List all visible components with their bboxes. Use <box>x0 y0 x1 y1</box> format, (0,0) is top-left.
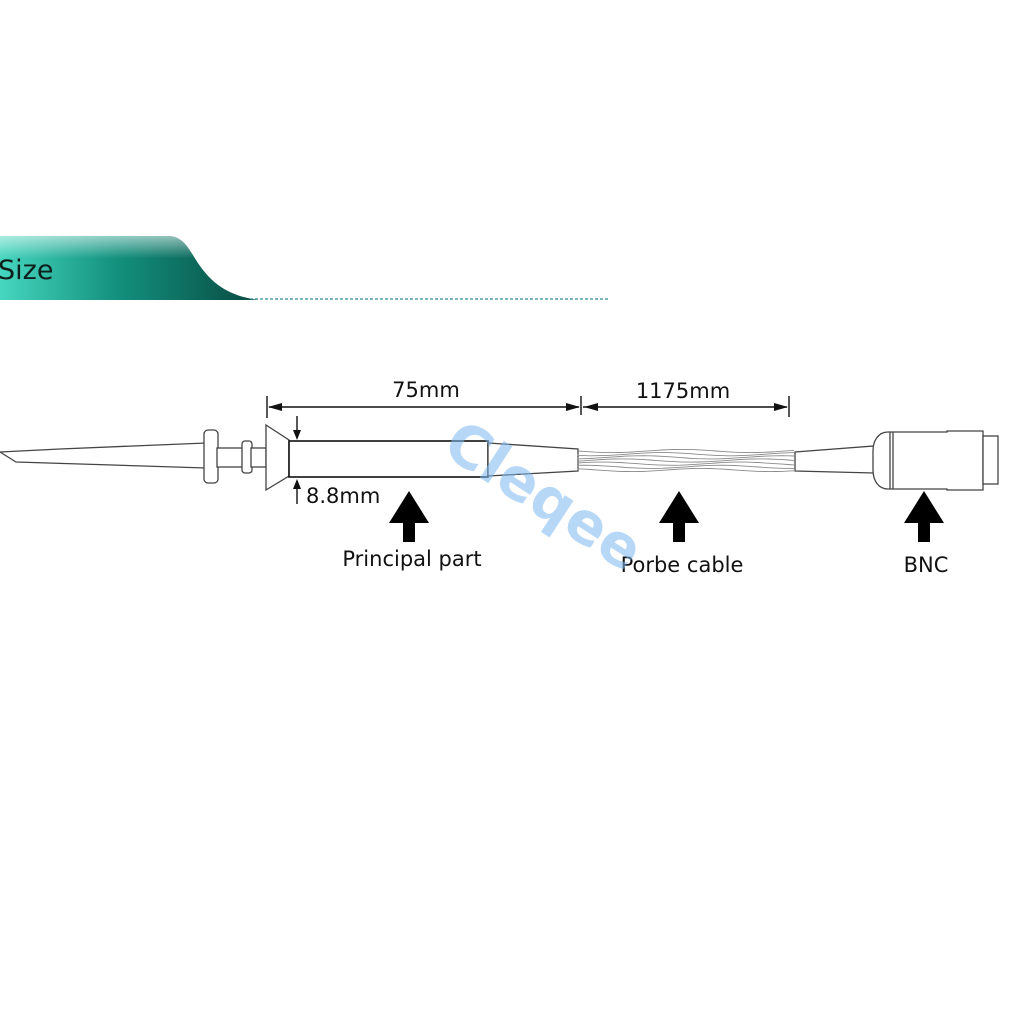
cable-strand <box>577 458 795 463</box>
probe-cable-label: Porbe cable <box>621 553 744 577</box>
pointer-bnc: BNC <box>904 491 949 577</box>
arrow-up-icon <box>659 491 699 542</box>
pointer-principal: Principal part <box>342 491 482 571</box>
bnc-strain-relief <box>794 445 875 474</box>
arrow-up-icon <box>904 491 944 542</box>
arrow-up-icon <box>389 491 429 542</box>
cable-strand <box>577 448 795 454</box>
dimension-diameter: 8.8mm <box>293 416 380 508</box>
header-banner-highlight <box>0 236 258 300</box>
dimension-principal-length: 75mm <box>266 378 582 418</box>
principal-part-label: Principal part <box>342 547 481 571</box>
probe-cable <box>577 448 795 473</box>
strain-relief <box>487 442 579 477</box>
principal-length-label: 75mm <box>392 378 460 402</box>
header-title: Size <box>0 255 53 286</box>
cable-strand <box>577 467 795 473</box>
cable-strand <box>577 452 795 457</box>
cable-strand <box>577 461 795 466</box>
cable-strand <box>577 455 795 460</box>
cable-strand <box>577 464 794 469</box>
cable-length-label: 1175mm <box>636 379 730 403</box>
dimension-cable-length: 1175mm <box>583 379 790 417</box>
bnc-connector <box>872 430 999 491</box>
diameter-label: 8.8mm <box>306 484 380 508</box>
bnc-label: BNC <box>904 553 949 577</box>
probe-needle <box>0 423 290 492</box>
pointer-cable: Porbe cable <box>621 491 744 577</box>
section-header: Size <box>0 236 610 300</box>
